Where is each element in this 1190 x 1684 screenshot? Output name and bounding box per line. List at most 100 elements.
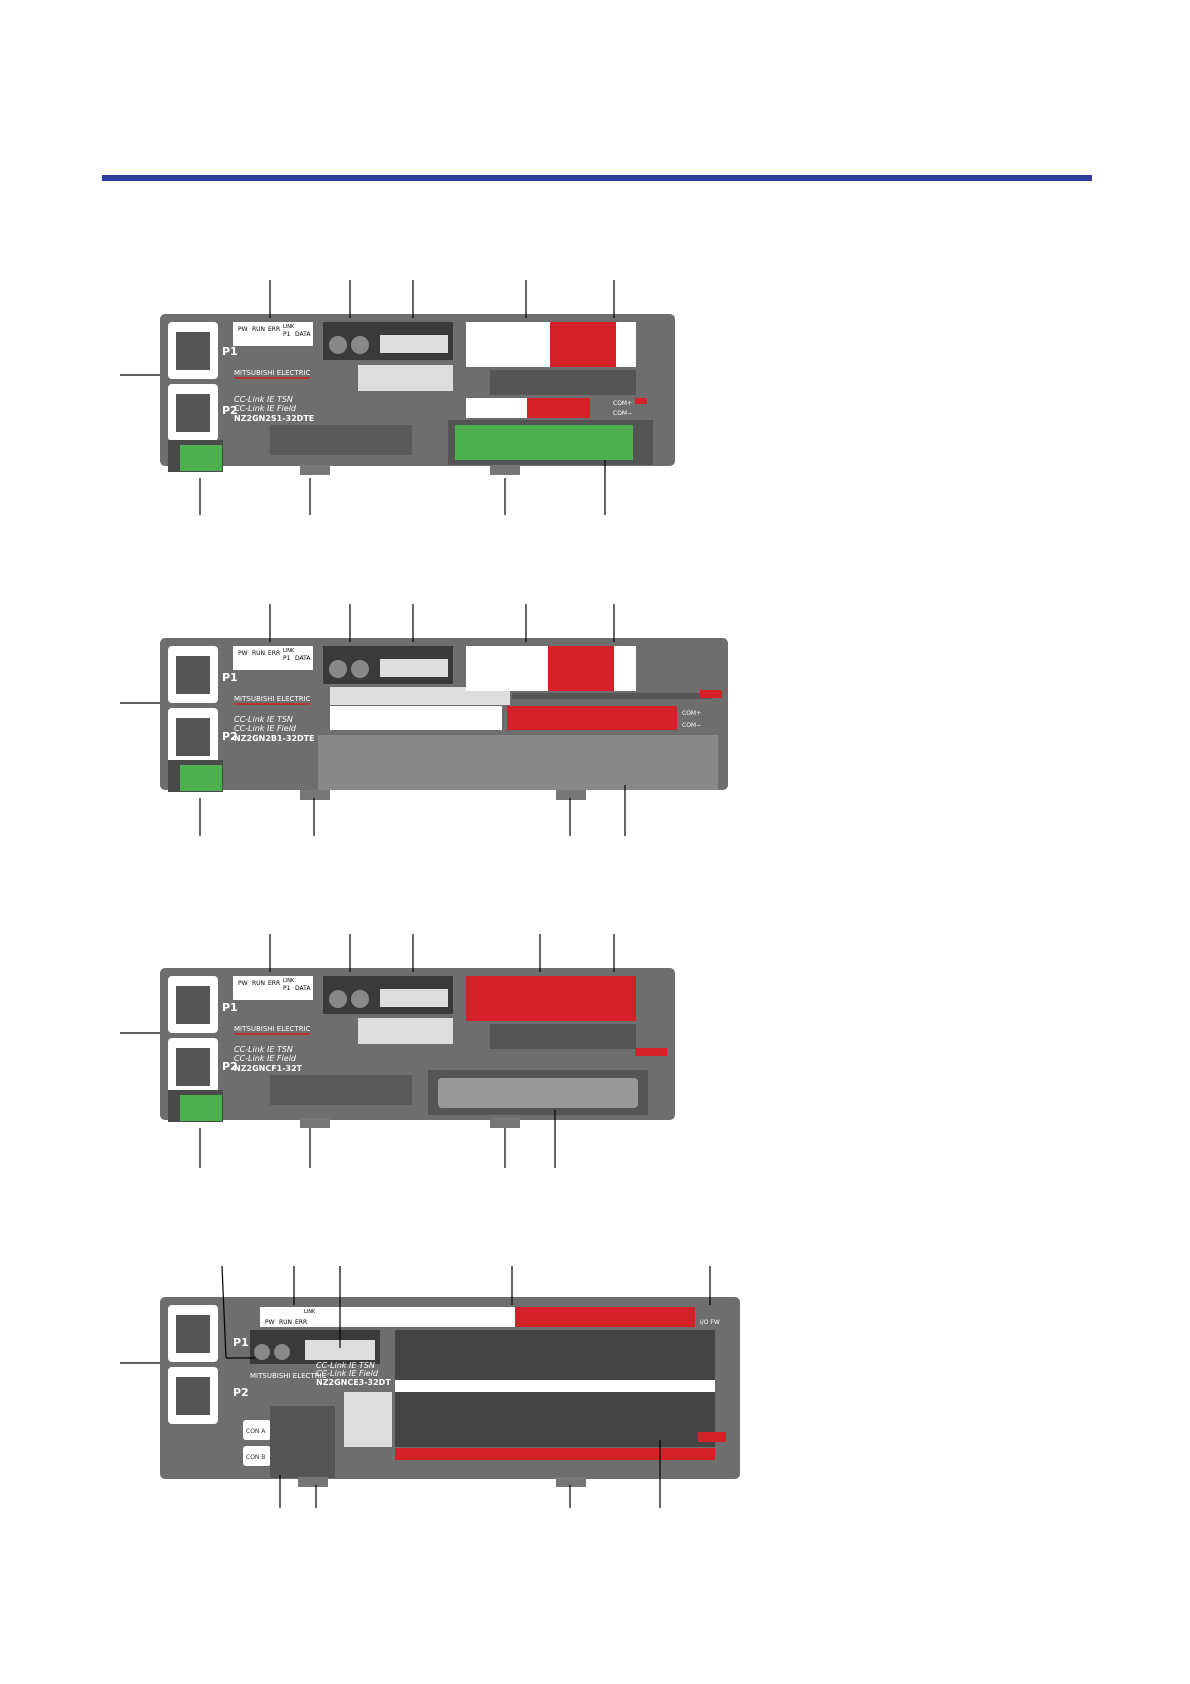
cclink-tsn: CC-Link IE TSN [234, 1045, 293, 1054]
section-rule [102, 175, 1092, 181]
vent [490, 370, 636, 395]
figure-nz2gnce3: P1 P2 PW RUN ERR LINK I/O FW MITSUBISHI … [120, 1265, 740, 1508]
brand-logo: MITSUBISHI ELECTRIC [234, 369, 311, 377]
din-hook[interactable] [490, 465, 520, 475]
vent [270, 425, 412, 455]
led-data: DATA [295, 985, 311, 992]
connector-row-x[interactable] [395, 1330, 715, 1380]
dip-switch[interactable] [380, 989, 448, 1007]
com-minus: COM− [613, 410, 632, 417]
rotary-switch[interactable] [351, 660, 369, 678]
rj45-icon [176, 1315, 210, 1353]
y-led-strip [515, 1307, 695, 1327]
rotary-switch[interactable] [254, 1344, 270, 1360]
led-err: ERR [268, 980, 280, 987]
com-minus: COM− [682, 722, 701, 729]
leader-lines [120, 1265, 711, 1508]
model-name: NZ2GN2S1-32DTE [234, 414, 314, 423]
led-err: ERR [268, 326, 280, 333]
y-terminal-labels [395, 1448, 715, 1460]
figure-nz2gn2s1: P1 P2 PW RUN ERR LINK P1 DATA MITSUBISHI… [120, 280, 675, 515]
push-in-terminal-block[interactable] [455, 425, 633, 460]
din-hook[interactable] [300, 790, 330, 800]
led-link: LINK [304, 1309, 316, 1315]
y-led-block [548, 646, 614, 691]
conb-text: CON B [246, 1454, 265, 1461]
power-connector[interactable] [180, 765, 222, 791]
led-panel [233, 646, 313, 670]
io-fw: I/O FW [700, 1319, 720, 1326]
rj45-icon [176, 1377, 210, 1415]
conb-label [243, 1446, 271, 1466]
model-name: NZ2GNCE3-32DT [316, 1378, 391, 1387]
led-panel [260, 1307, 340, 1327]
connector-block[interactable] [270, 1406, 335, 1478]
din-hook[interactable] [300, 465, 330, 475]
figure-nz2gncf1: P1 P2 PW RUN ERR LINK P1 DATA MITSUBISHI… [120, 934, 675, 1168]
din-hook[interactable] [556, 790, 586, 800]
rotary-switch[interactable] [351, 336, 369, 354]
led-link: LINK [283, 978, 295, 984]
red-tag [635, 398, 647, 404]
led-p1: P1 [283, 655, 291, 662]
io-led-panel [466, 976, 636, 1021]
label-p2: P2 [233, 1386, 249, 1399]
din-hook[interactable] [556, 1477, 586, 1487]
led-run: RUN [252, 980, 265, 987]
rotary-switch[interactable] [351, 990, 369, 1008]
function-table [330, 687, 510, 705]
vent [490, 1024, 636, 1049]
model-name: NZ2GNCF1-32T [234, 1064, 303, 1073]
cclink-field: CC-Link IE Field [234, 404, 297, 413]
rotary-switch[interactable] [274, 1344, 290, 1360]
terminal-label-x [330, 706, 502, 730]
cclink-field: CC-Link IE Field [234, 724, 297, 733]
connector-row-y[interactable] [395, 1392, 715, 1447]
din-hook[interactable] [298, 1477, 328, 1487]
cclink-field: CC-Link IE Field [234, 1054, 297, 1063]
power-connector[interactable] [180, 1095, 222, 1121]
dip-switch[interactable] [380, 659, 448, 677]
led-pw: PW [238, 650, 248, 657]
brand-logo: MITSUBISHI ELECTRIC [250, 1372, 327, 1380]
led-pw: PW [265, 1319, 275, 1326]
red-tag [698, 1432, 726, 1442]
led-err: ERR [295, 1319, 307, 1326]
figure-nz2gn2b1: P1 P2 PW RUN ERR LINK P1 DATA MITSUBISHI… [120, 604, 728, 836]
brand-logo: MITSUBISHI ELECTRIC [234, 1025, 311, 1033]
screw-terminal-block[interactable] [318, 735, 718, 790]
leader-lines [120, 604, 626, 836]
dip-switch[interactable] [380, 335, 448, 353]
vent [270, 1075, 412, 1105]
rotary-switch[interactable] [329, 990, 347, 1008]
red-tag [700, 690, 722, 698]
com-plus: COM+ [613, 400, 632, 407]
led-data: DATA [295, 331, 311, 338]
40-pin-connector[interactable] [438, 1078, 638, 1108]
led-pw: PW [238, 326, 248, 333]
rj45-icon [176, 986, 210, 1024]
rotary-switch[interactable] [329, 336, 347, 354]
din-hook[interactable] [490, 1118, 520, 1128]
led-p1: P1 [283, 331, 291, 338]
rj45-icon [176, 718, 210, 756]
brand-logo: MITSUBISHI ELECTRIC [234, 695, 311, 703]
led-link: LINK [283, 648, 295, 654]
dip-switch[interactable] [305, 1340, 375, 1360]
label-p1: P1 [222, 671, 238, 684]
led-panel [233, 976, 313, 1000]
led-panel [233, 322, 313, 346]
rj45-icon [176, 394, 210, 432]
power-connector[interactable] [180, 445, 222, 471]
led-p1: P1 [283, 985, 291, 992]
cclink-tsn: CC-Link IE TSN [316, 1361, 375, 1370]
din-hook[interactable] [300, 1118, 330, 1128]
function-table [358, 365, 453, 391]
led-run: RUN [279, 1319, 292, 1326]
rj45-icon [176, 332, 210, 370]
rotary-switch[interactable] [329, 660, 347, 678]
x-led-strip [340, 1307, 515, 1327]
red-tag [635, 1048, 667, 1056]
label-p2: P2 [222, 404, 238, 417]
label-p1: P1 [233, 1336, 249, 1349]
